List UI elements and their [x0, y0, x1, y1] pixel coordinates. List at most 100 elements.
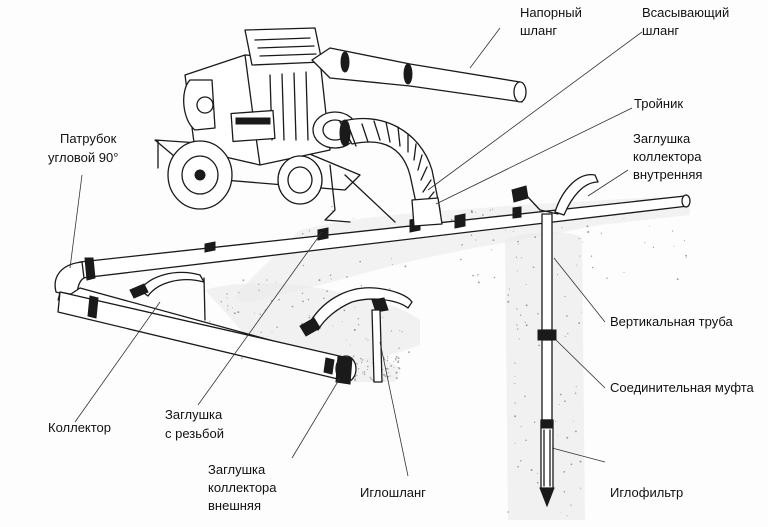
- soil-speck: [357, 368, 360, 370]
- soil-speck: [525, 439, 527, 442]
- soil-speck: [470, 210, 473, 212]
- soil-speck: [477, 281, 480, 284]
- soil-speck: [352, 355, 355, 357]
- soil-speck: [308, 230, 311, 232]
- soil-speck: [574, 430, 577, 433]
- soil-speck: [525, 304, 528, 307]
- soil-speck: [399, 330, 401, 332]
- soil-speck: [649, 225, 650, 227]
- soil-speck: [389, 375, 391, 377]
- soil-speck: [302, 264, 304, 267]
- soil-speck: [275, 281, 277, 283]
- soil-speck: [490, 249, 492, 251]
- soil-speck: [586, 225, 589, 228]
- soil-speck: [357, 324, 360, 326]
- soil-speck: [676, 278, 679, 281]
- soil-speck: [518, 338, 520, 340]
- soil-speck: [398, 347, 400, 349]
- soil-speck: [209, 320, 211, 323]
- soil-speck: [515, 256, 518, 258]
- soil-speck: [354, 379, 357, 381]
- soil-speck: [356, 374, 358, 377]
- soil-speck: [367, 365, 369, 368]
- soil-speck: [401, 331, 403, 333]
- soil-speck: [507, 300, 510, 303]
- soil-speck: [397, 366, 399, 369]
- soil-speck: [398, 360, 400, 362]
- soil-speck: [507, 511, 510, 513]
- label-discharge-hose: Напорный шланг: [520, 5, 586, 38]
- soil-speck: [387, 357, 389, 360]
- soil-speck: [362, 373, 364, 375]
- suction-hose: [339, 117, 441, 213]
- soil-speck: [450, 218, 453, 221]
- soil-speck: [367, 339, 369, 341]
- soil-speck: [398, 367, 401, 370]
- soil-speck: [566, 515, 568, 517]
- soil-speck: [534, 236, 537, 238]
- soil-speck: [276, 326, 278, 329]
- soil-speck: [301, 233, 304, 235]
- soil-speck: [580, 487, 582, 489]
- soil-speck: [360, 285, 363, 287]
- soil-speck: [516, 308, 518, 310]
- soil-speck: [623, 272, 625, 273]
- soil-speck: [390, 330, 393, 332]
- soil-speck: [560, 511, 562, 513]
- soil-speck: [271, 331, 273, 333]
- collector-back-clamps: [204, 206, 522, 253]
- soil-speck: [291, 305, 294, 308]
- soil-speck: [383, 373, 385, 376]
- soil-speck: [361, 359, 364, 361]
- label-needle-filter: Иглофильтр: [610, 485, 683, 500]
- soil-speck: [578, 322, 581, 324]
- soil-speck: [606, 277, 608, 279]
- soil-speck: [397, 361, 400, 364]
- soil-speck: [530, 469, 533, 471]
- soil-speck: [395, 359, 397, 361]
- soil-speck: [226, 293, 228, 295]
- soil-speck: [683, 240, 685, 242]
- soil-speck: [356, 362, 358, 365]
- soil-speck: [470, 234, 473, 236]
- soil-speck: [582, 241, 584, 243]
- soil-speck: [397, 357, 400, 360]
- soil-speck: [390, 365, 393, 367]
- soil-speck: [477, 274, 479, 276]
- trailer-wheel-right: [277, 155, 323, 205]
- soil-speck: [592, 266, 594, 269]
- soil-speck: [241, 357, 243, 359]
- soil-speck: [578, 237, 580, 240]
- soil-speck: [564, 400, 566, 403]
- soil-speck: [574, 392, 577, 394]
- soil-speck: [505, 229, 507, 231]
- soil-speck: [516, 324, 518, 326]
- soil-speck: [563, 490, 566, 493]
- label-coupling: Соединительная муфта: [610, 380, 755, 395]
- soil-speck: [532, 266, 535, 269]
- vertical-pipe: [537, 213, 557, 421]
- soil-speck: [520, 257, 522, 259]
- soil-speck: [524, 321, 526, 324]
- soil-speck: [349, 344, 351, 346]
- soil-speck: [369, 376, 371, 379]
- soil-speck: [302, 300, 304, 303]
- coupling-sleeve: [537, 329, 557, 341]
- soil-speck: [579, 255, 581, 257]
- soil-speck: [520, 426, 522, 428]
- soil-speck: [559, 393, 562, 396]
- soil-speck: [538, 344, 540, 347]
- soil-speck: [460, 258, 462, 261]
- label-elbow: Патрубок угловой 90°: [48, 131, 120, 165]
- soil-speck: [567, 332, 569, 335]
- soil-speck: [600, 232, 603, 234]
- soil-speck: [514, 382, 516, 385]
- soil-speck: [237, 311, 240, 314]
- soil-speck: [233, 312, 236, 315]
- soil-speck: [537, 313, 539, 315]
- soil-speck: [366, 369, 369, 371]
- collector-front: [57, 287, 357, 385]
- soil-speck: [391, 263, 393, 265]
- soil-speck: [326, 290, 328, 293]
